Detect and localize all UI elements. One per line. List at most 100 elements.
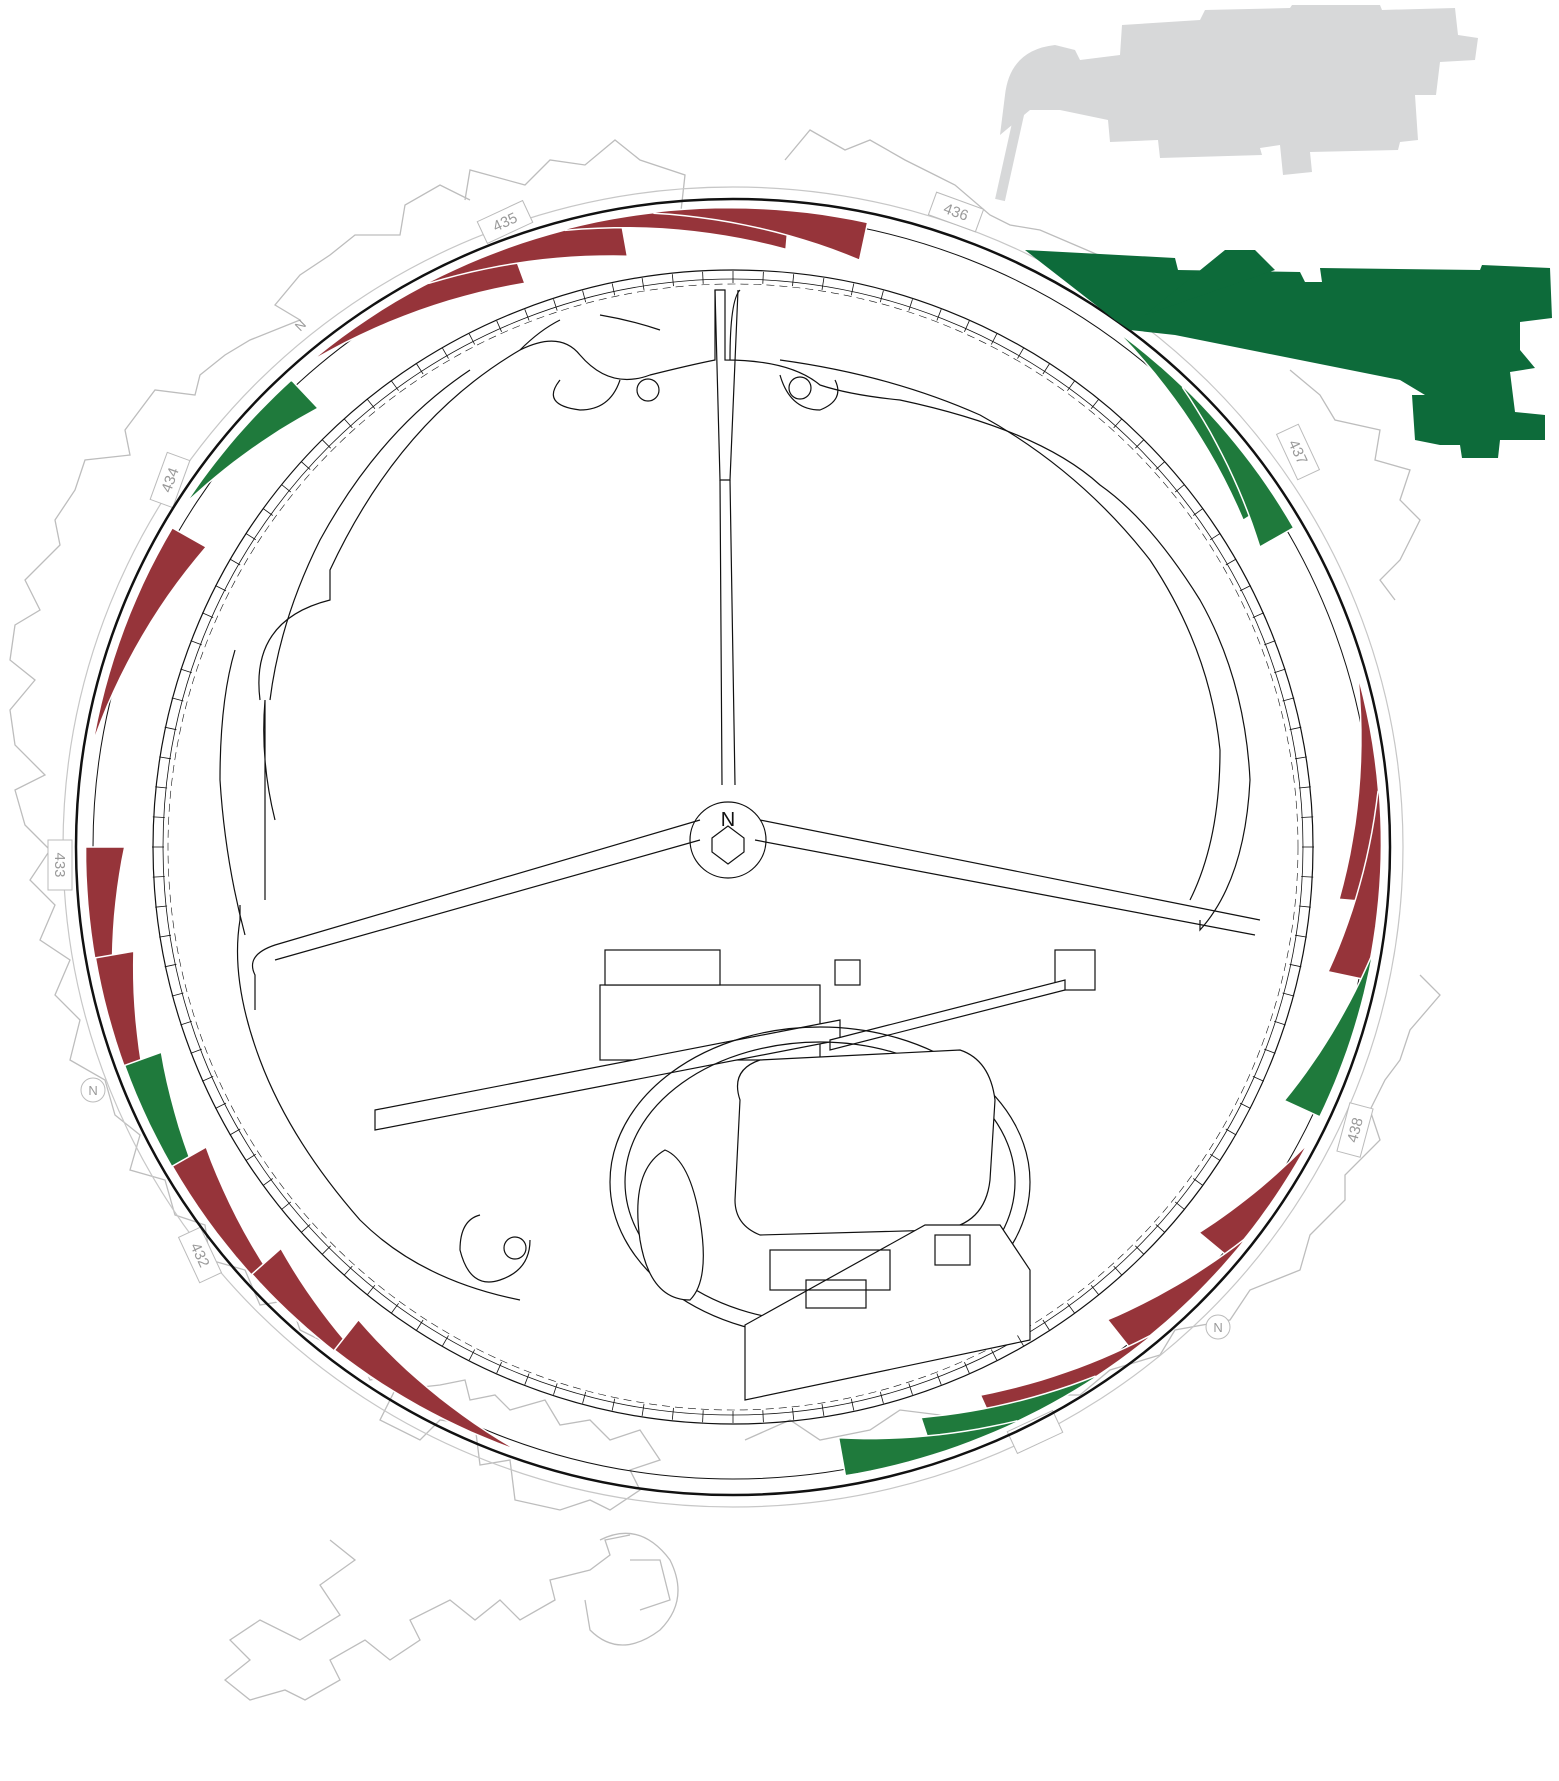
north-marker-icon: N	[80, 1077, 106, 1103]
ring-segment-tick	[1239, 585, 1251, 592]
beamline-sectors	[84, 206, 1383, 1477]
ring-segment-tick	[1252, 612, 1264, 618]
ring-segment-tick	[321, 439, 331, 449]
ring-segment-tick	[300, 461, 311, 470]
ring-segment-tick	[367, 399, 376, 409]
ring-segment-tick	[180, 1020, 192, 1026]
ring-segment-tick	[1264, 1048, 1276, 1054]
ring-segment-tick	[171, 992, 184, 997]
ring-segment-tick	[879, 290, 884, 303]
dark-green-building-east	[1025, 250, 1552, 458]
sector-label-434: 435	[476, 199, 534, 245]
ring-segment-tick	[159, 934, 172, 938]
ring-segment-tick	[524, 309, 530, 321]
ring-segment-tick	[343, 418, 353, 429]
red-beamline-sector	[314, 246, 526, 359]
ring-segment-tick	[850, 283, 855, 296]
sector-label-text: 433	[51, 852, 68, 877]
svg-text:N: N	[1213, 1320, 1222, 1335]
ring-segment-tick	[1282, 992, 1295, 997]
north-marker-icon: N	[292, 317, 309, 334]
ring-segment-tick	[468, 333, 476, 345]
ring-segment-tick	[1289, 963, 1302, 968]
ring-segment-tick	[391, 380, 399, 391]
ring-segment-tick	[1193, 508, 1204, 516]
ring-segment-tick	[611, 1398, 616, 1411]
ring-segment-tick	[496, 1362, 502, 1374]
ring-segment-tick	[641, 1404, 645, 1416]
ring-segment-tick	[1135, 439, 1145, 449]
red-beamline-sector	[653, 206, 869, 262]
ring-segment-tick	[762, 271, 764, 284]
ring-segment-tick	[281, 1201, 292, 1210]
ring-segment-tick	[1017, 1335, 1024, 1346]
ring-segment-tick	[1301, 816, 1314, 818]
ring-segment-tick	[1113, 1265, 1123, 1276]
ring-segment-tick	[155, 786, 168, 789]
red-beamline-sector	[333, 1318, 513, 1450]
ring-segment-tick	[1090, 1285, 1099, 1295]
ring-segment-tick	[553, 1383, 558, 1395]
ring-segment-tick	[202, 1076, 214, 1082]
ring-segment-tick	[391, 1303, 399, 1314]
ring-segment-tick	[416, 363, 424, 375]
ring-segment-tick	[1155, 461, 1166, 470]
ring-segment-tick	[496, 320, 502, 332]
ring-segment-tick	[155, 905, 168, 908]
ring-segment-tick	[821, 278, 825, 290]
ring-segment-tick	[245, 1153, 257, 1162]
ring-segment-tick	[1274, 668, 1286, 674]
ring-segment-tick	[442, 348, 449, 359]
ring-segment-tick	[202, 612, 214, 618]
ring-segment-tick	[1298, 786, 1311, 789]
ring-segment-tick	[964, 1362, 970, 1374]
ring-segment-tick	[190, 1048, 202, 1054]
red-beamline-sector	[427, 217, 629, 285]
ring-segment-tick	[442, 1335, 449, 1346]
ring-segment-tick	[164, 726, 177, 731]
ring-segment-tick	[936, 1373, 942, 1385]
green-beamline-sector	[187, 378, 320, 501]
red-beamline-sector	[1326, 790, 1383, 981]
ring-segment-tick	[1113, 418, 1123, 429]
gray-building-northeast	[995, 5, 1478, 202]
sector-label-text: 438	[1344, 1116, 1367, 1145]
sector-label-437: 438	[1336, 1102, 1374, 1158]
perimeter-north-markers: N N N	[80, 317, 1231, 1340]
ring-segment-tick	[164, 963, 177, 968]
ring-segment-tick	[300, 1224, 311, 1233]
ring-segment-tick	[582, 1391, 587, 1404]
ring-segment-tick	[1274, 1020, 1286, 1026]
ring-segment-tick	[702, 271, 704, 284]
ring-segment-tick	[416, 1319, 424, 1331]
ring-segment-tick	[1193, 1178, 1204, 1186]
sector-labels: 435 436 437 438 432 433 434	[47, 191, 1374, 1455]
sector-label-431: 432	[177, 1226, 223, 1284]
ring-segment-tick	[1225, 558, 1237, 566]
ring-segment-tick	[879, 1391, 884, 1404]
ring-segment-tick	[159, 756, 172, 760]
ring-segment-tick	[553, 299, 558, 311]
ring-segment-tick	[908, 299, 913, 311]
north-marker-icon: N	[1205, 1314, 1231, 1340]
ring-segment-tick	[367, 1285, 376, 1295]
ring-segment-tick	[1209, 1153, 1221, 1162]
red-beamline-sector	[1106, 1239, 1246, 1352]
ring-segment-tick	[1252, 1076, 1264, 1082]
ring-segment-tick	[1042, 1319, 1050, 1331]
ring-segment-tick	[245, 532, 257, 541]
ring-segment-tick	[850, 1398, 855, 1411]
ring-segment-tick	[671, 274, 674, 287]
ring-segment-tick	[611, 283, 616, 296]
ring-segment-tick	[908, 1383, 913, 1395]
ring-segment-tick	[792, 274, 795, 287]
ring-segments	[152, 271, 1314, 1423]
red-beamline-sector	[1197, 1145, 1307, 1259]
ring-segment-tick	[1289, 726, 1302, 731]
ring-segment-tick	[821, 1404, 825, 1416]
ring-segment-tick	[1301, 876, 1314, 878]
ring-segment-tick	[468, 1349, 476, 1361]
sector-label-438	[1006, 1409, 1064, 1455]
ring-segment-tick	[1239, 1102, 1251, 1109]
ring-segment-tick	[990, 333, 998, 345]
